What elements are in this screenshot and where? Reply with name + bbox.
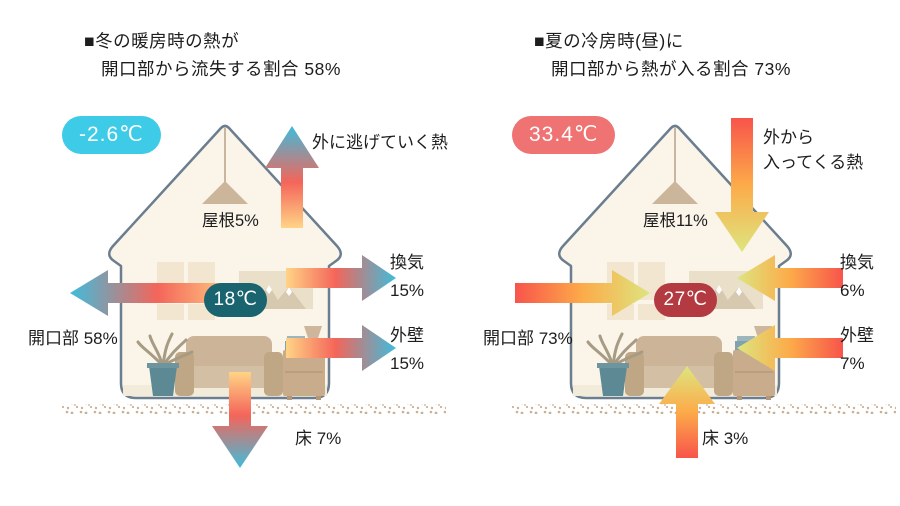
wall-arrow [737,325,843,371]
wall-gain-label: 外壁 7% [840,326,874,373]
roof-arrow [265,126,319,228]
pendant-lamp-icon [202,128,248,204]
floor-loss-label: 床 7% [295,429,342,448]
opening-arrow [515,270,650,316]
floor-arrow [659,366,715,458]
wall-arrow [286,325,396,371]
wall-loss-label: 外壁 15% [390,326,425,373]
summer-title: ■夏の冷房時(昼)に 開口部から熱が入る割合 73% [534,31,791,79]
roof-loss-label: 屋根5% [202,212,259,230]
vent-gain-label: 換気 6% [840,253,874,300]
outdoor-temp-badge: 33.4℃ [512,116,616,154]
floor-gain-label: 床 3% [702,429,749,448]
ground-texture [62,404,446,414]
vent-arrow [737,255,843,301]
floor-strip [123,385,327,396]
pendant-lamp-icon [652,128,698,204]
panel-summer: ■夏の冷房時(昼)に 開口部から熱が入る割合 73% 33.4℃ 27℃ 外から… [450,0,900,506]
indoor-temp-pill: 27℃ [654,283,717,317]
opening-arrow [70,270,238,316]
winter-house-illustration [62,124,446,468]
flow-note: 外から 入ってくる熱 [763,128,864,172]
floor-arrow [212,372,268,468]
roof-gain-label: 屋根11% [643,212,708,230]
outdoor-temp-badge: -2.6℃ [62,116,161,154]
flow-note: 外に逃げていく熱 [312,133,448,152]
vent-arrow [286,255,396,301]
panel-winter: ■冬の暖房時の熱が 開口部から流失する割合 58% -2.6℃ 18℃ 外に逃げ… [28,31,448,468]
potted-plant [586,332,644,396]
opening-loss-label: 開口部 58% [28,329,118,348]
ground-texture [512,404,896,414]
indoor-temp-pill: 18℃ [204,283,267,317]
opening-gain-label: 開口部 73% [483,329,573,348]
winter-title: ■冬の暖房時の熱が 開口部から流失する割合 58% [84,31,341,79]
vent-loss-label: 換気 15% [390,253,425,300]
roof-arrow [715,118,769,252]
summer-house-illustration [512,118,896,458]
potted-plant [136,332,194,396]
